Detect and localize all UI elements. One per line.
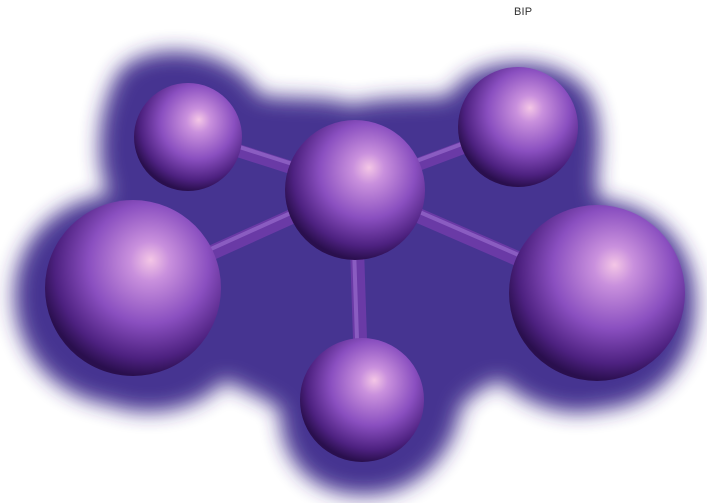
atom-left [45, 200, 221, 376]
atom-right [509, 205, 685, 381]
atom-center [285, 120, 425, 260]
atoms [45, 67, 685, 462]
atom-top-left [134, 83, 242, 191]
corner-label: BIP [514, 6, 533, 18]
atom-bottom [300, 338, 424, 462]
atom-top-right [458, 67, 578, 187]
